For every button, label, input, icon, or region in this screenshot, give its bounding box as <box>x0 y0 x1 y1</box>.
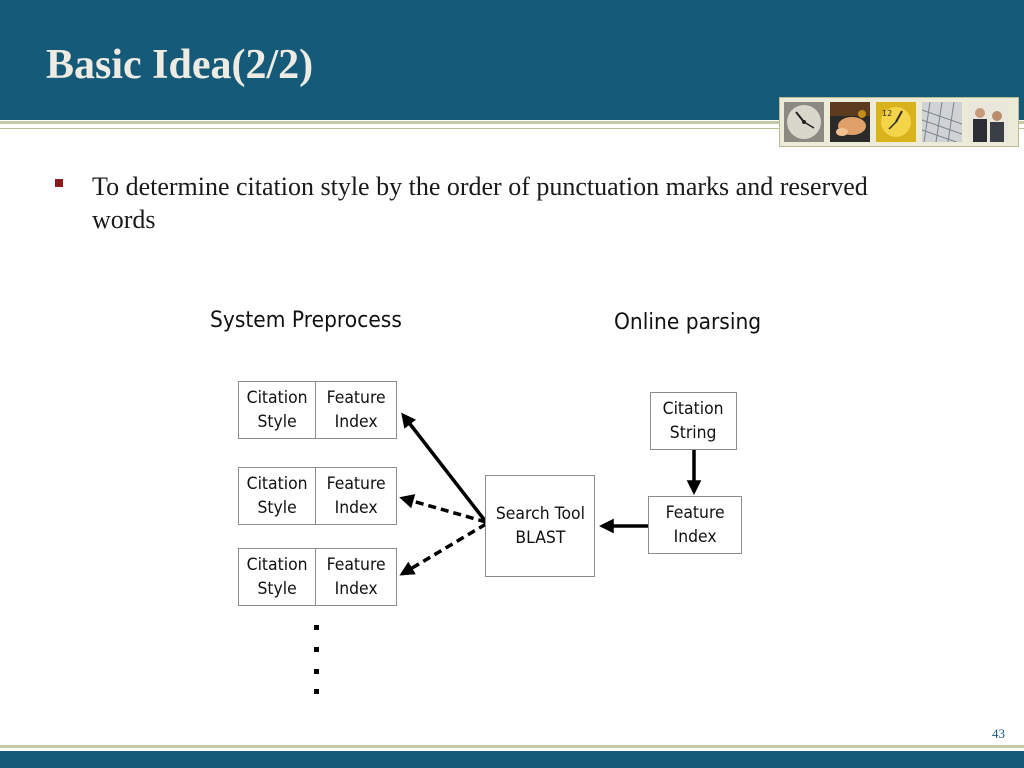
page-number: 43 <box>992 726 1005 741</box>
online-parsing-heading: Online parsing <box>614 310 762 335</box>
grid-photo <box>922 102 962 142</box>
arrow-to-first-index <box>401 412 488 524</box>
hand-photo <box>830 102 870 142</box>
citation-style-box: Citation Style <box>238 381 316 439</box>
arrow-to-second-index <box>399 494 487 524</box>
business-people-photo <box>968 102 1008 142</box>
system-preprocess-heading: System Preprocess <box>210 308 402 333</box>
header-rule <box>0 121 1024 124</box>
feature-index-box: Feature Index <box>315 381 397 439</box>
slide-title: Basic Idea(2/2) <box>46 42 314 88</box>
bullet-marker <box>55 179 63 187</box>
search-tool-box: Search Tool BLAST <box>485 475 595 577</box>
online-feature-index-box: Feature Index <box>648 496 742 554</box>
footer-rule <box>0 745 1024 748</box>
footer-bar <box>0 751 1024 768</box>
clock-photo <box>784 102 824 142</box>
svg-text:12: 12 <box>882 109 892 118</box>
header-rule-thin <box>0 128 1024 129</box>
bullet-text: To determine citation style by the order… <box>92 172 868 234</box>
feature-index-box: Feature Index <box>315 467 397 525</box>
citation-string-box: Citation String <box>650 392 737 450</box>
yellow-clock-photo: 12 <box>876 102 916 142</box>
arrow-to-third-index <box>399 522 487 576</box>
citation-style-box: Citation Style <box>238 467 316 525</box>
continuation-dots <box>314 625 319 694</box>
header-photo-strip: 12 <box>779 97 1019 147</box>
feature-index-box: Feature Index <box>315 548 397 606</box>
citation-style-box: Citation Style <box>238 548 316 606</box>
